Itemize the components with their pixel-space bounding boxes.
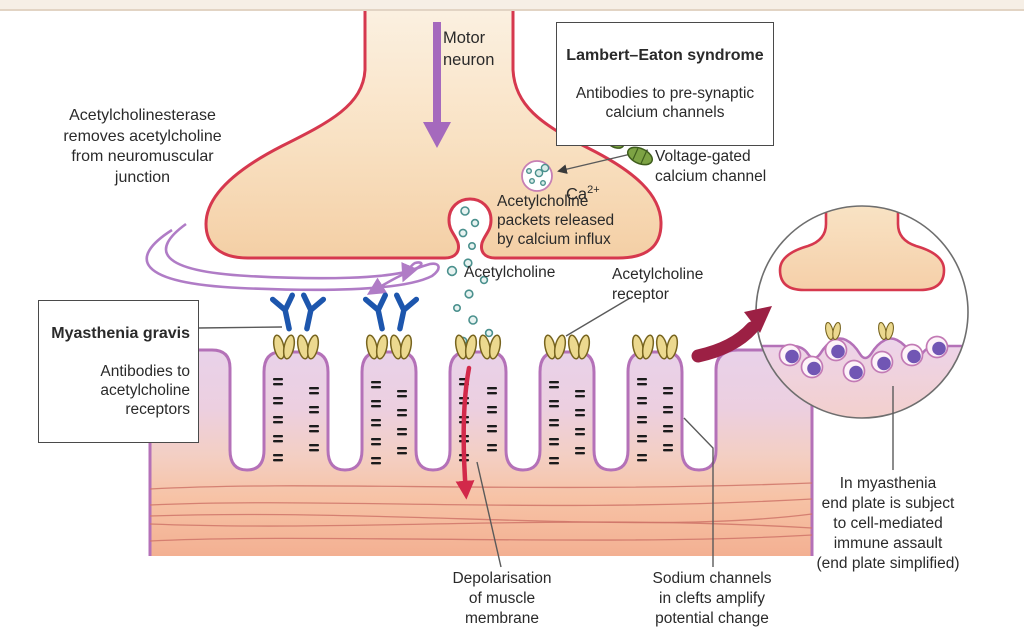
myasthenia-callout: Myasthenia gravis Antibodies to acetylch… bbox=[38, 300, 199, 443]
depolarisation-label: Depolarisation of muscle membrane bbox=[452, 570, 552, 627]
inset-pointer-arrow bbox=[691, 306, 772, 363]
recycling-arrows bbox=[145, 222, 440, 295]
ach-receptor-label: Acetylcholine receptor bbox=[612, 266, 704, 303]
lambert-eaton-title: Lambert–Eaton syndrome bbox=[566, 47, 764, 64]
impulse-arrow bbox=[423, 22, 451, 148]
ach-packets-label: Acetylcholine packets released by calciu… bbox=[497, 193, 615, 248]
lambert-eaton-callout: Lambert–Eaton syndrome Antibodies to pre… bbox=[556, 22, 774, 146]
receptor-antibody-icons bbox=[269, 292, 420, 332]
myasthenia-title: Myasthenia gravis bbox=[51, 325, 190, 342]
sodium-channels-label: Sodium channels in clefts amplify potent… bbox=[652, 570, 772, 627]
acetylcholinesterase-note: Acetylcholinesterase removes acetylcholi… bbox=[63, 107, 222, 186]
muscle-fibre-lines bbox=[149, 482, 813, 542]
myasthenia-body: Antibodies to acetylcholine receptors bbox=[100, 363, 190, 418]
acetylcholine-receptor-icons bbox=[272, 321, 894, 360]
sodium-channel-ticks bbox=[273, 378, 673, 465]
page-top-border bbox=[0, 0, 1024, 11]
lambert-eaton-body: Antibodies to pre-synaptic calcium chann… bbox=[575, 85, 755, 121]
depolarisation-arrow bbox=[455, 365, 475, 500]
voltage-gated-channel-label: Voltage-gated calcium channel bbox=[655, 148, 767, 185]
calcium-ion-label: Ca2+ bbox=[566, 184, 600, 204]
inset-caption: In myasthenia end plate is subject to ce… bbox=[816, 475, 960, 572]
motor-neuron-label: Motor neuron bbox=[443, 29, 495, 69]
acetylcholine-vesicle bbox=[521, 160, 553, 192]
acetylcholine-label: Acetylcholine bbox=[464, 264, 556, 281]
muscle-endplate bbox=[148, 348, 814, 556]
immune-cells bbox=[778, 335, 949, 383]
acetylcholine-dots bbox=[446, 206, 494, 346]
